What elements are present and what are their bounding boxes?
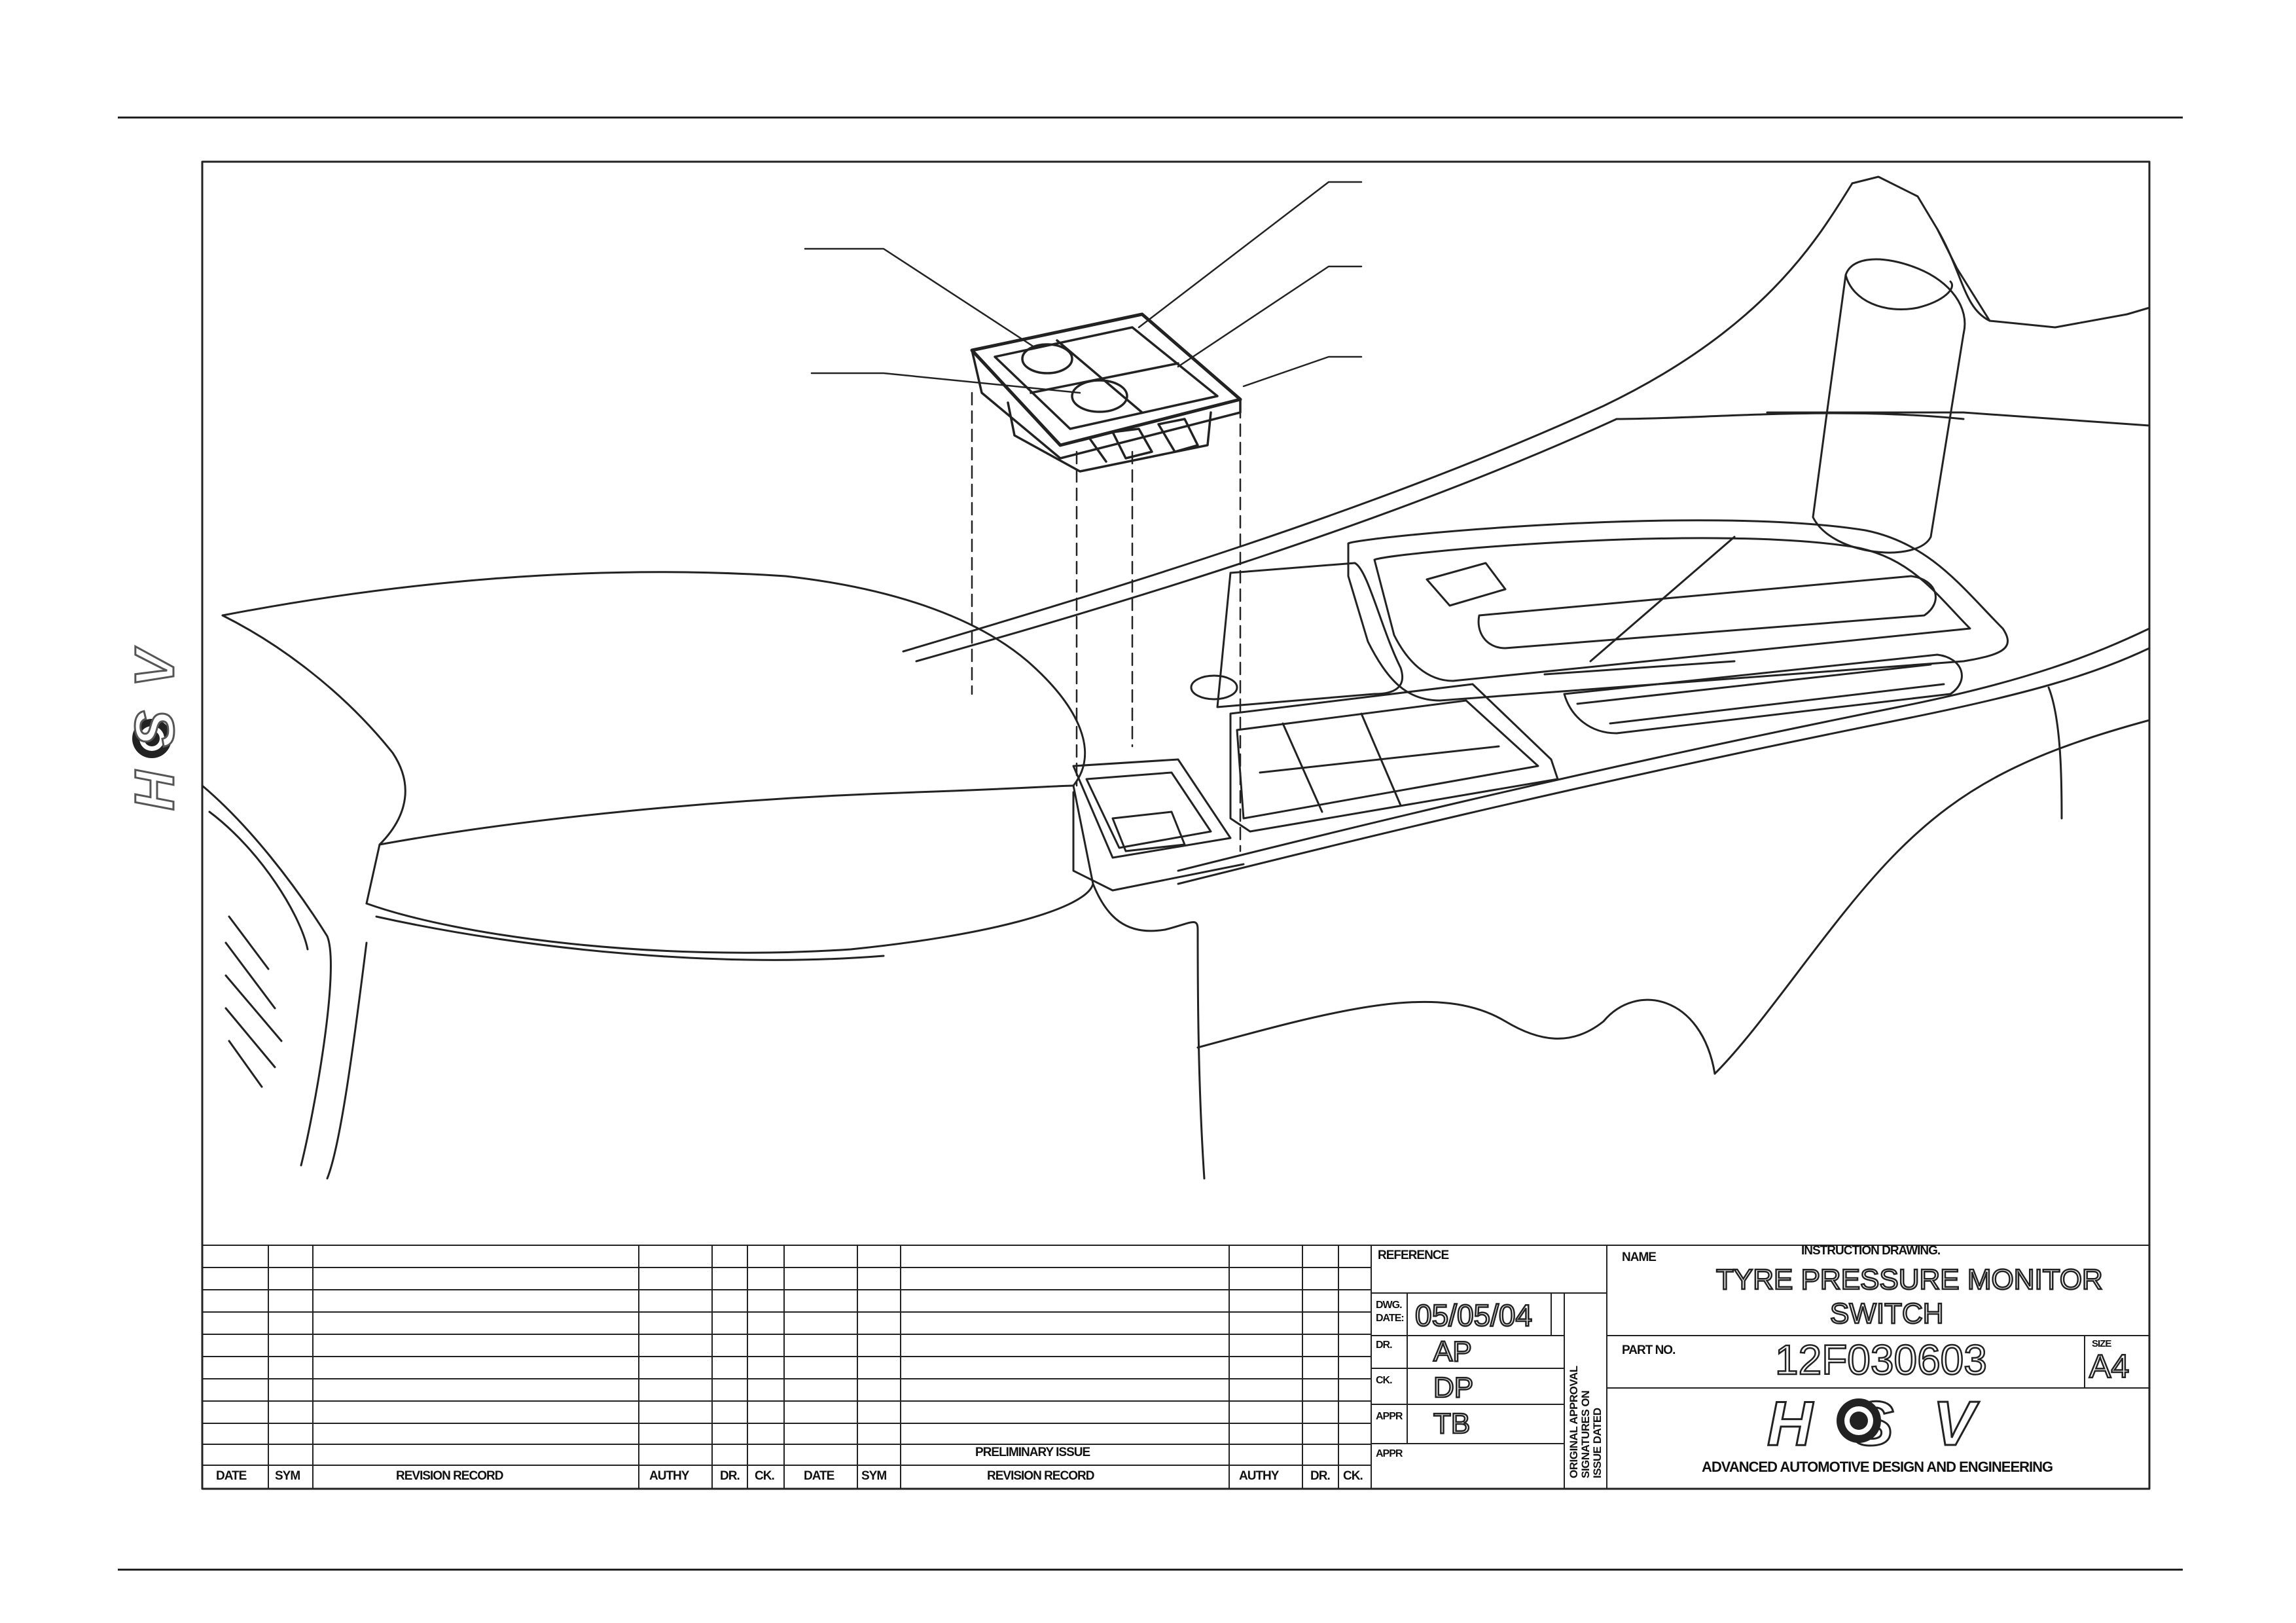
dwg-label: DWG. [1376,1300,1403,1311]
side-hsv-logo: HSV [118,626,187,812]
ck-value: DP [1433,1371,1475,1405]
header-ck-left: CK. [755,1469,775,1483]
switch-mount-cavity [1072,758,1245,892]
header-sym-right: SYM [861,1469,887,1483]
header-dr-right: DR. [1310,1469,1331,1483]
dwg-date-value: 05/05/04 [1414,1298,1534,1334]
armrest [201,571,1199,1180]
size-value: A4 [2089,1347,2130,1386]
approval-note-line-1: ORIGINAL APPROVAL [1568,1366,1580,1478]
dr-label: DR. [1376,1340,1393,1351]
header-authy-right: AUTHY [1239,1469,1279,1483]
company-name: ADVANCED AUTOMOTIVE DESIGN AND ENGINEERI… [1702,1459,2053,1475]
name-label: NAME [1622,1250,1657,1264]
appr-value: TB [1433,1407,1471,1441]
bottom-page-rule [118,1569,2183,1571]
header-sym-left: SYM [275,1469,300,1483]
drawing-title-line-1: TYRE PRESSURE MONITOR [1715,1263,2104,1297]
preliminary-issue-label: PRELIMINARY ISSUE [975,1446,1090,1459]
top-page-rule [118,117,2183,119]
date-label: DATE: [1376,1313,1405,1324]
header-revision-record-right: REVISION RECORD [987,1469,1094,1483]
drawing-type: INSTRUCTION DRAWING. [1801,1244,1941,1258]
hsv-logo-emblem [1837,1398,1881,1443]
header-dr-left: DR. [720,1469,740,1483]
header-date-right: DATE [804,1469,834,1483]
appr-label-2: APPR [1376,1448,1403,1459]
appr-label: APPR [1376,1411,1403,1422]
size-label: SIZE [2092,1338,2111,1349]
reference-label: REFERENCE [1378,1249,1449,1262]
dr-value: AP [1433,1335,1473,1369]
part-no-value: 12F030603 [1774,1336,1988,1385]
center-console [902,175,2151,1180]
header-ck-right: CK. [1343,1469,1363,1483]
header-authy-left: AUTHY [649,1469,689,1483]
approval-note-line-2: SIGNATURES ON [1579,1391,1592,1478]
part-no-label: PART NO. [1622,1343,1676,1357]
ck-label: CK. [1376,1375,1393,1386]
side-logo-mark [132,719,171,758]
approval-note-line-3: ISSUE DATED [1591,1408,1604,1478]
hsv-logo: HSV [1766,1388,1983,1460]
header-date-left: DATE [216,1469,247,1483]
header-revision-record-left: REVISION RECORD [396,1469,503,1483]
drawing-title-line-2: SWITCH [1829,1297,1945,1331]
installation-guide-lines [971,392,1242,852]
tyre-pressure-monitor-switch [970,312,1242,473]
leader-lines [804,181,1363,394]
